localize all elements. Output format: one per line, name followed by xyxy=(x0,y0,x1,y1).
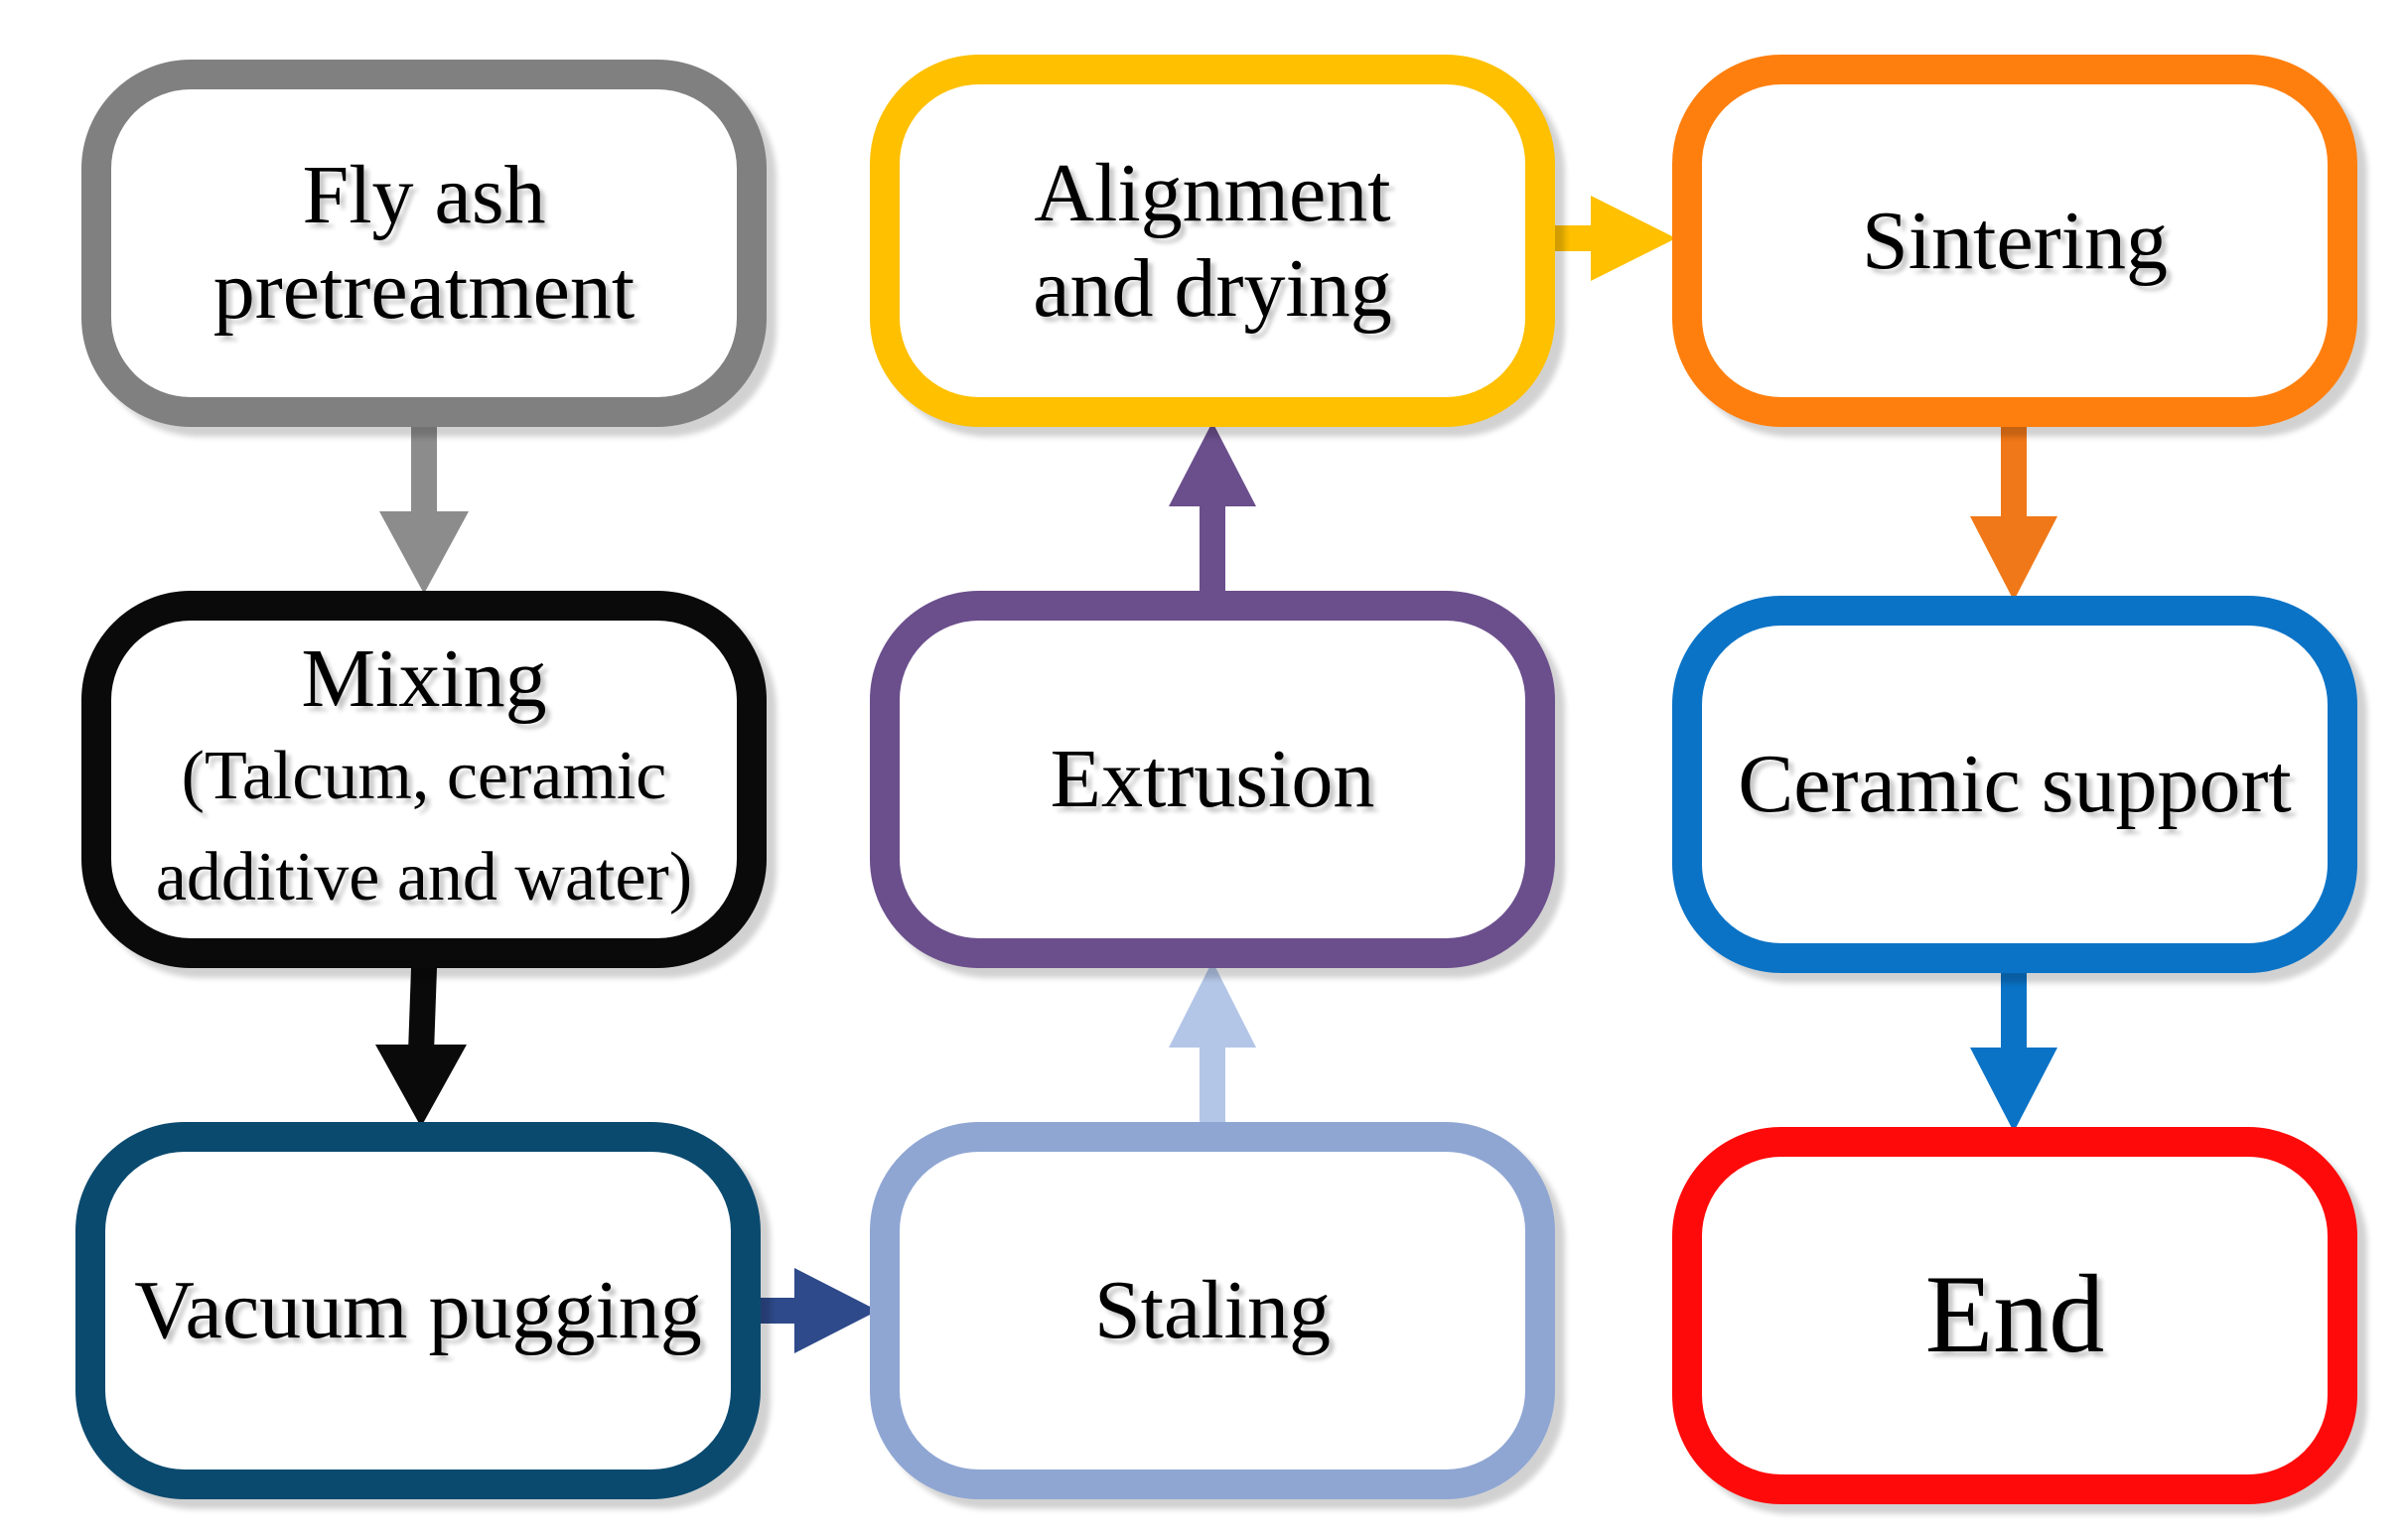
step-label-line: Staling xyxy=(1093,1264,1331,1357)
arrow-pretreatment-to-mixing xyxy=(379,414,469,594)
step-label-line: Vacuum pugging xyxy=(134,1264,702,1357)
arrow-head xyxy=(1970,1048,2057,1132)
arrow-head xyxy=(1169,961,1256,1048)
step-alignment-and-drying: Alignment and drying xyxy=(870,55,1555,427)
step-label-line: Fly ash xyxy=(302,149,546,242)
arrow-head xyxy=(379,511,469,594)
arrow-staling-to-extrusion xyxy=(1169,961,1256,1145)
step-ceramic-support: Ceramic support xyxy=(1672,596,2357,973)
step-sintering: Sintering xyxy=(1672,55,2357,427)
arrow-mixing-to-vacuum-pugging xyxy=(375,955,467,1127)
arrow-alignment-to-sintering xyxy=(1538,196,1676,281)
step-end: End xyxy=(1672,1127,2357,1504)
step-label-line: Extrusion xyxy=(1050,733,1375,826)
arrow-head xyxy=(1169,422,1256,506)
arrow-head xyxy=(375,1045,467,1127)
step-label-line: Alignment xyxy=(1034,146,1391,239)
arrow-head xyxy=(794,1268,878,1353)
step-label-detail: (Talcum, ceramic xyxy=(181,738,667,815)
step-label-line: and drying xyxy=(1033,241,1392,335)
arrow-head xyxy=(1970,516,2057,601)
step-label-detail: additive and water) xyxy=(155,838,693,915)
step-mixing: Mixing (Talcum, ceramic additive and wat… xyxy=(81,591,767,968)
arrow-ceramic-support-to-end xyxy=(1970,960,2057,1132)
step-label-line: Sintering xyxy=(1862,194,2168,287)
arrow-extrusion-to-alignment xyxy=(1169,422,1256,609)
step-extrusion: Extrusion xyxy=(870,591,1555,968)
step-label-line: End xyxy=(1924,1253,2105,1377)
step-label-line: pretreatment xyxy=(212,244,636,337)
step-vacuum-pugging: Vacuum pugging xyxy=(75,1122,761,1499)
step-staling: Staling xyxy=(870,1122,1555,1499)
arrow-vacuum-pugging-to-staling xyxy=(744,1268,878,1353)
arrow-sintering-to-ceramic-support xyxy=(1970,409,2057,601)
step-fly-ash-pretreatment: Fly ash pretreatment xyxy=(81,60,767,427)
arrow-shaft xyxy=(408,955,437,1065)
step-label-line: Ceramic support xyxy=(1738,738,2292,831)
arrow-head xyxy=(1591,196,1676,281)
step-label-line: Mixing xyxy=(301,631,547,725)
